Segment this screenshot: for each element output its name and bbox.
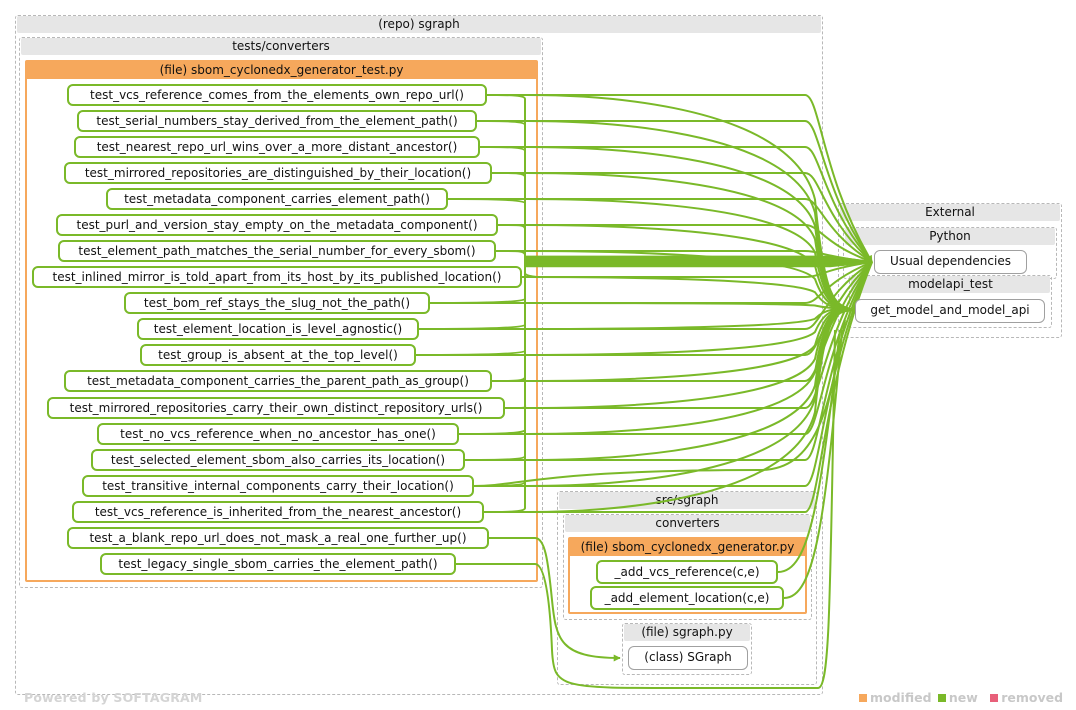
- edge-to-model-api: [526, 120, 854, 311]
- edge-direct-usual: [505, 261, 873, 409]
- edge-transitive-to-external: [473, 319, 846, 487]
- test-node[interactable]: test_inlined_mirror_is_told_apart_from_i…: [32, 266, 522, 288]
- edge-to-model-api: [526, 146, 854, 311]
- legend-modified-label: modified: [870, 690, 932, 705]
- edge-direct-usual: [474, 261, 873, 487]
- edge-direct-usual: [430, 261, 873, 304]
- sgraph-file-container: (file) sgraph.py: [622, 623, 752, 675]
- edge-direct-usual: [522, 261, 873, 278]
- edge-to-model-api: [526, 308, 854, 330]
- edge-direct-usual: [459, 261, 873, 435]
- edge-direct-usual: [448, 198, 873, 263]
- python-header: Python: [845, 228, 1055, 245]
- powered-by-label: Powered by SOFTAGRAM: [24, 690, 203, 705]
- edge-direct-usual: [419, 261, 873, 330]
- edge-to-model-api: [526, 302, 854, 311]
- tests-converters-header: tests/converters: [21, 38, 541, 55]
- converters-header: converters: [565, 515, 810, 532]
- modelapi-header: modelapi_test: [851, 276, 1050, 293]
- edge-to-model-api: [526, 309, 854, 409]
- test-node[interactable]: test_purl_and_version_stay_empty_on_the_…: [56, 214, 498, 236]
- edge-direct-usual: [492, 172, 873, 263]
- edge-vcs-to-external: [777, 329, 841, 573]
- add-vcs-reference-node[interactable]: _add_vcs_reference(c,e): [596, 560, 778, 584]
- converters-container: converters: [563, 514, 812, 620]
- test-file-container: (file) sbom_cyclonedx_generator_test.py: [25, 60, 538, 582]
- add-element-location-node[interactable]: _add_element_location(c,e): [590, 586, 784, 610]
- edge-to-model-api: [526, 308, 854, 356]
- sgraph-class-node[interactable]: (class) SGraph: [628, 646, 748, 670]
- tests-converters-container: tests/converters: [19, 37, 543, 588]
- edge-direct-usual: [496, 250, 873, 263]
- test-node[interactable]: test_metadata_component_carries_element_…: [106, 188, 448, 210]
- edge-to-usual-dependencies: [448, 198, 873, 266]
- test-node[interactable]: test_group_is_absent_at_the_top_level(): [140, 344, 416, 366]
- test-node[interactable]: test_transitive_internal_components_carr…: [82, 475, 474, 497]
- get-model-and-model-api-node[interactable]: get_model_and_model_api: [855, 299, 1045, 323]
- edge-to-model-api: [526, 224, 854, 311]
- test-node[interactable]: test_vcs_reference_is_inherited_from_the…: [72, 501, 484, 523]
- edge-direct-usual: [498, 224, 873, 263]
- test-node[interactable]: test_element_path_matches_the_serial_num…: [58, 240, 496, 262]
- legend-removed-swatch: [990, 694, 999, 702]
- test-node[interactable]: test_mirrored_repositories_carry_their_o…: [47, 397, 505, 419]
- generator-file-container: (file) sbom_cyclonedx_generator.py: [568, 537, 807, 614]
- sgraph-file-header: (file) sgraph.py: [624, 624, 750, 641]
- test-node[interactable]: test_metadata_component_carries_the_pare…: [64, 370, 492, 392]
- legend-new-swatch: [937, 694, 946, 702]
- edge-direct-usual: [484, 261, 873, 513]
- edge-legacy-to-external: [456, 329, 836, 690]
- test-file-header: (file) sbom_cyclonedx_generator_test.py: [27, 62, 536, 79]
- legend-new-label: new: [948, 690, 978, 705]
- generator-file-header: (file) sbom_cyclonedx_generator.py: [570, 539, 805, 556]
- test-node[interactable]: test_selected_element_sbom_also_carries_…: [91, 449, 465, 471]
- edge-loc-to-external: [783, 329, 843, 599]
- test-node[interactable]: test_vcs_reference_comes_from_the_elemen…: [67, 84, 487, 106]
- edge-direct-usual: [487, 94, 873, 263]
- test-node[interactable]: test_a_blank_repo_url_does_not_mask_a_re…: [67, 527, 489, 549]
- edge-direct-usual: [492, 261, 873, 382]
- test-node[interactable]: test_no_vcs_reference_when_no_ancestor_h…: [97, 423, 459, 445]
- external-container: External: [838, 203, 1062, 338]
- edge-direct-usual: [416, 261, 873, 356]
- legend-removed-label: removed: [1001, 690, 1064, 705]
- python-container: Python: [843, 227, 1057, 279]
- src-sgraph-header: src/sgraph: [559, 492, 815, 509]
- test-node[interactable]: test_mirrored_repositories_are_distingui…: [64, 162, 492, 184]
- test-node[interactable]: test_serial_numbers_stay_derived_from_th…: [77, 110, 477, 132]
- repo-header: (repo) sgraph: [17, 16, 821, 33]
- test-node[interactable]: test_element_location_is_level_agnostic(…: [137, 318, 419, 340]
- usual-dependencies-node[interactable]: Usual dependencies: [874, 250, 1027, 274]
- legend-modified-swatch: [859, 694, 867, 702]
- src-sgraph-container: src/sgraph: [557, 491, 817, 685]
- edge-to-sgraph: [489, 537, 621, 662]
- edge-to-model-api: [526, 309, 854, 513]
- test-node[interactable]: test_bom_ref_stays_the_slug_not_the_path…: [124, 292, 430, 314]
- test-node[interactable]: test_nearest_repo_url_wins_over_a_more_d…: [74, 136, 480, 158]
- external-header: External: [840, 204, 1060, 221]
- edge-direct-usual: [480, 146, 873, 263]
- legend: modified new removed: [859, 690, 1063, 705]
- edge-direct-usual: [465, 261, 873, 461]
- test-node[interactable]: test_legacy_single_sbom_carries_the_elem…: [100, 553, 456, 575]
- edge-direct-usual: [477, 120, 873, 263]
